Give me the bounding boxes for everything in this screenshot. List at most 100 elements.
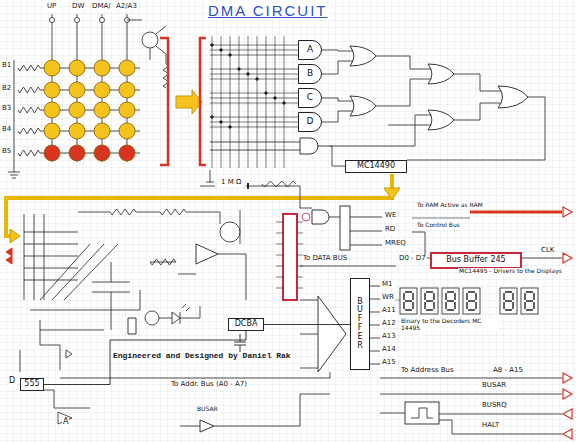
arrow-terminal [6,248,12,264]
wire [24,268,78,269]
signal-label: A15 [381,359,397,367]
wire [212,36,213,168]
matrix-led [119,60,135,76]
transistor-symbol [145,311,159,325]
buffer-triangle [318,296,346,372]
signal-label: BUSRQ [481,402,508,410]
signal-label: DMA/ [91,3,112,11]
wire [30,244,140,310]
signal-label: BUSAR [196,406,219,413]
ground-symbol [8,60,20,178]
arrow-terminal [563,253,572,263]
wire [276,277,303,278]
resistor-symbol [18,107,40,113]
wire [276,244,303,245]
arrow-terminal [563,373,572,383]
signal-label: A13 [381,333,397,341]
wire [210,142,345,166]
wire [24,256,78,257]
signal-label: B4 [1,126,12,134]
signal-label: A11 [381,307,397,315]
wire [257,36,258,168]
signal-label: To DATA BUS [302,255,348,263]
matrix-led [119,82,135,98]
wire [210,50,298,51]
node-text: B [307,69,313,79]
signal-label: To Control Bus [416,222,461,229]
junction-dot [229,126,232,129]
junction-dot [265,92,268,95]
control-chip [340,206,350,250]
matrix-led [94,102,110,118]
signal-label: B3 [1,105,12,113]
seven-segment-display [442,288,459,314]
matrix-led [69,102,85,118]
ic-chip: MC14490 [345,160,407,173]
connector [264,324,350,325]
flip-flop [405,402,439,424]
chip-symbol [128,318,136,334]
and-gate-symbol [312,210,329,224]
wire [210,45,298,46]
wire [78,212,220,224]
signal-label: BUSAR [481,382,507,390]
junction-dot [247,73,250,76]
matrix-led [69,82,85,98]
display-segments [404,292,413,310]
junction-dot [256,78,259,81]
display-segments [504,292,513,310]
arrow-terminal [563,429,572,439]
wire [322,50,353,122]
display-segments [425,292,434,310]
signal-label: 1 M Ω [220,179,242,187]
node-text: MC14490 [357,162,395,171]
wire [276,233,303,234]
signal-label: A2/A3 [115,3,138,11]
matrix-led [94,82,110,98]
matrix-led [44,123,60,139]
node-text: 555 [24,380,39,389]
wire [266,36,267,168]
signal-label: D [8,377,16,386]
wire [210,55,298,56]
signal-label: MC14495 - Drivers to the Displays [458,268,572,275]
signal-label: To RAM Active as RAM [416,202,484,209]
and-gate-symbol [300,138,318,154]
wire [24,232,78,233]
resistor-symbol [248,183,249,189]
arrow-terminal [563,409,572,419]
timer-chip: 555 [20,378,44,391]
junction-dot [220,49,223,52]
matrix-led [69,60,85,76]
wire [210,122,298,123]
signal-label: B2 [1,85,12,93]
signal-label: M1 [381,281,394,289]
matrix-led [119,123,135,139]
or-gate: B [298,64,322,84]
wire [210,103,298,104]
wire [40,306,200,345]
signal-label: WE [384,212,397,220]
junction-dot [274,97,277,100]
matrix-led [119,102,135,118]
or-gate-symbol [350,96,376,116]
component [75,18,80,23]
wire [60,372,330,378]
or-gate: A [298,40,322,60]
wire [180,394,330,426]
signal-label: DW [71,3,85,11]
bus-wire [470,211,562,214]
signal-label: UP [46,3,57,11]
resistor-symbol [18,87,40,93]
matrix-led [69,145,85,161]
wire [210,74,298,75]
wire [407,74,545,160]
or-gate-symbol [350,46,376,66]
matrix-led [94,60,110,76]
wire [210,69,298,70]
resistor-symbol [262,181,296,187]
bus-wire [6,174,392,236]
